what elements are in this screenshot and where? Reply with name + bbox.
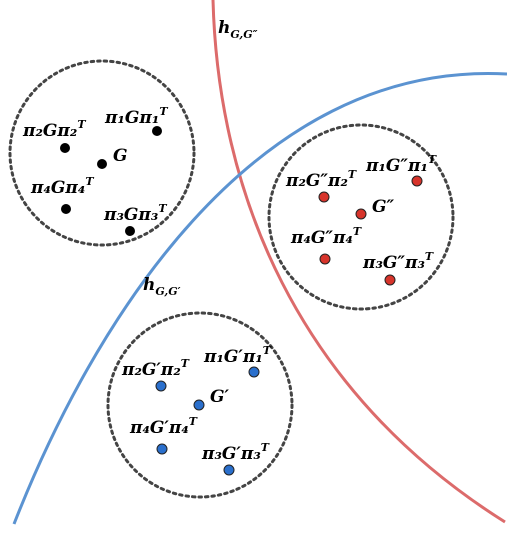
label-pi4-g-double-prime: π₄G″π₄T (290, 225, 362, 248)
label-pi2-g: π₂Gπ₂T (22, 118, 86, 141)
label-pi3-g-double-prime: π₃G″π₃T (362, 250, 434, 273)
point-pi4-g-prime (156, 443, 168, 455)
point-pi4-g (61, 204, 71, 214)
label-pi1-g: π₁Gπ₁T (104, 105, 168, 128)
point-pi1-g (152, 126, 162, 136)
point-pi1-g-double-prime (411, 175, 423, 187)
blue-boundary-curve (12, 72, 507, 525)
red-boundary-label: hG,G″ (218, 18, 258, 41)
point-pi3-g-double-prime (384, 274, 396, 286)
point-g-double-prime (355, 208, 367, 220)
label-pi4-g: π₄Gπ₄T (30, 175, 94, 198)
point-pi2-g-prime (155, 380, 167, 392)
point-g (97, 159, 107, 169)
label-pi2-g-prime: π₂G′π₂T (121, 357, 190, 380)
point-pi4-g-double-prime (319, 253, 331, 265)
label-g-prime: G′ (210, 387, 230, 407)
cluster-circle-g-prime (106, 311, 294, 499)
label-pi3-g: π₃Gπ₃T (103, 202, 167, 225)
cluster-circle-g-double-prime (267, 123, 455, 311)
point-pi2-g (60, 143, 70, 153)
label-pi3-g-prime: π₃G′π₃T (201, 441, 270, 464)
label-pi2-g-double-prime: π₂G″π₂T (285, 168, 357, 191)
point-pi1-g-prime (248, 366, 260, 378)
cluster-g: π₂Gπ₂T π₁Gπ₁T G π₄Gπ₄T π₃Gπ₃T (22, 105, 168, 236)
label-g-double-prime: G″ (372, 197, 395, 217)
cluster-g-prime: π₂G′π₂T π₁G′π₁T G′ π₄G′π₄T π₃G′π₃T (121, 344, 272, 476)
point-pi2-g-double-prime (318, 191, 330, 203)
red-boundary-curve (211, 0, 506, 524)
blue-boundary-label: hG,G′ (143, 275, 181, 298)
point-pi3-g (125, 226, 135, 236)
label-pi1-g-double-prime: π₁G″π₁T (365, 153, 437, 176)
label-pi1-g-prime: π₁G′π₁T (203, 344, 272, 367)
label-g: G (113, 146, 128, 166)
point-g-prime (193, 399, 205, 411)
cluster-circle-g (8, 59, 196, 247)
label-pi4-g-prime: π₄G′π₄T (129, 415, 198, 438)
point-pi3-g-prime (223, 464, 235, 476)
cluster-g-double-prime: π₂G″π₂T π₁G″π₁T G″ π₄G″π₄T π₃G″π₃T (285, 153, 437, 286)
